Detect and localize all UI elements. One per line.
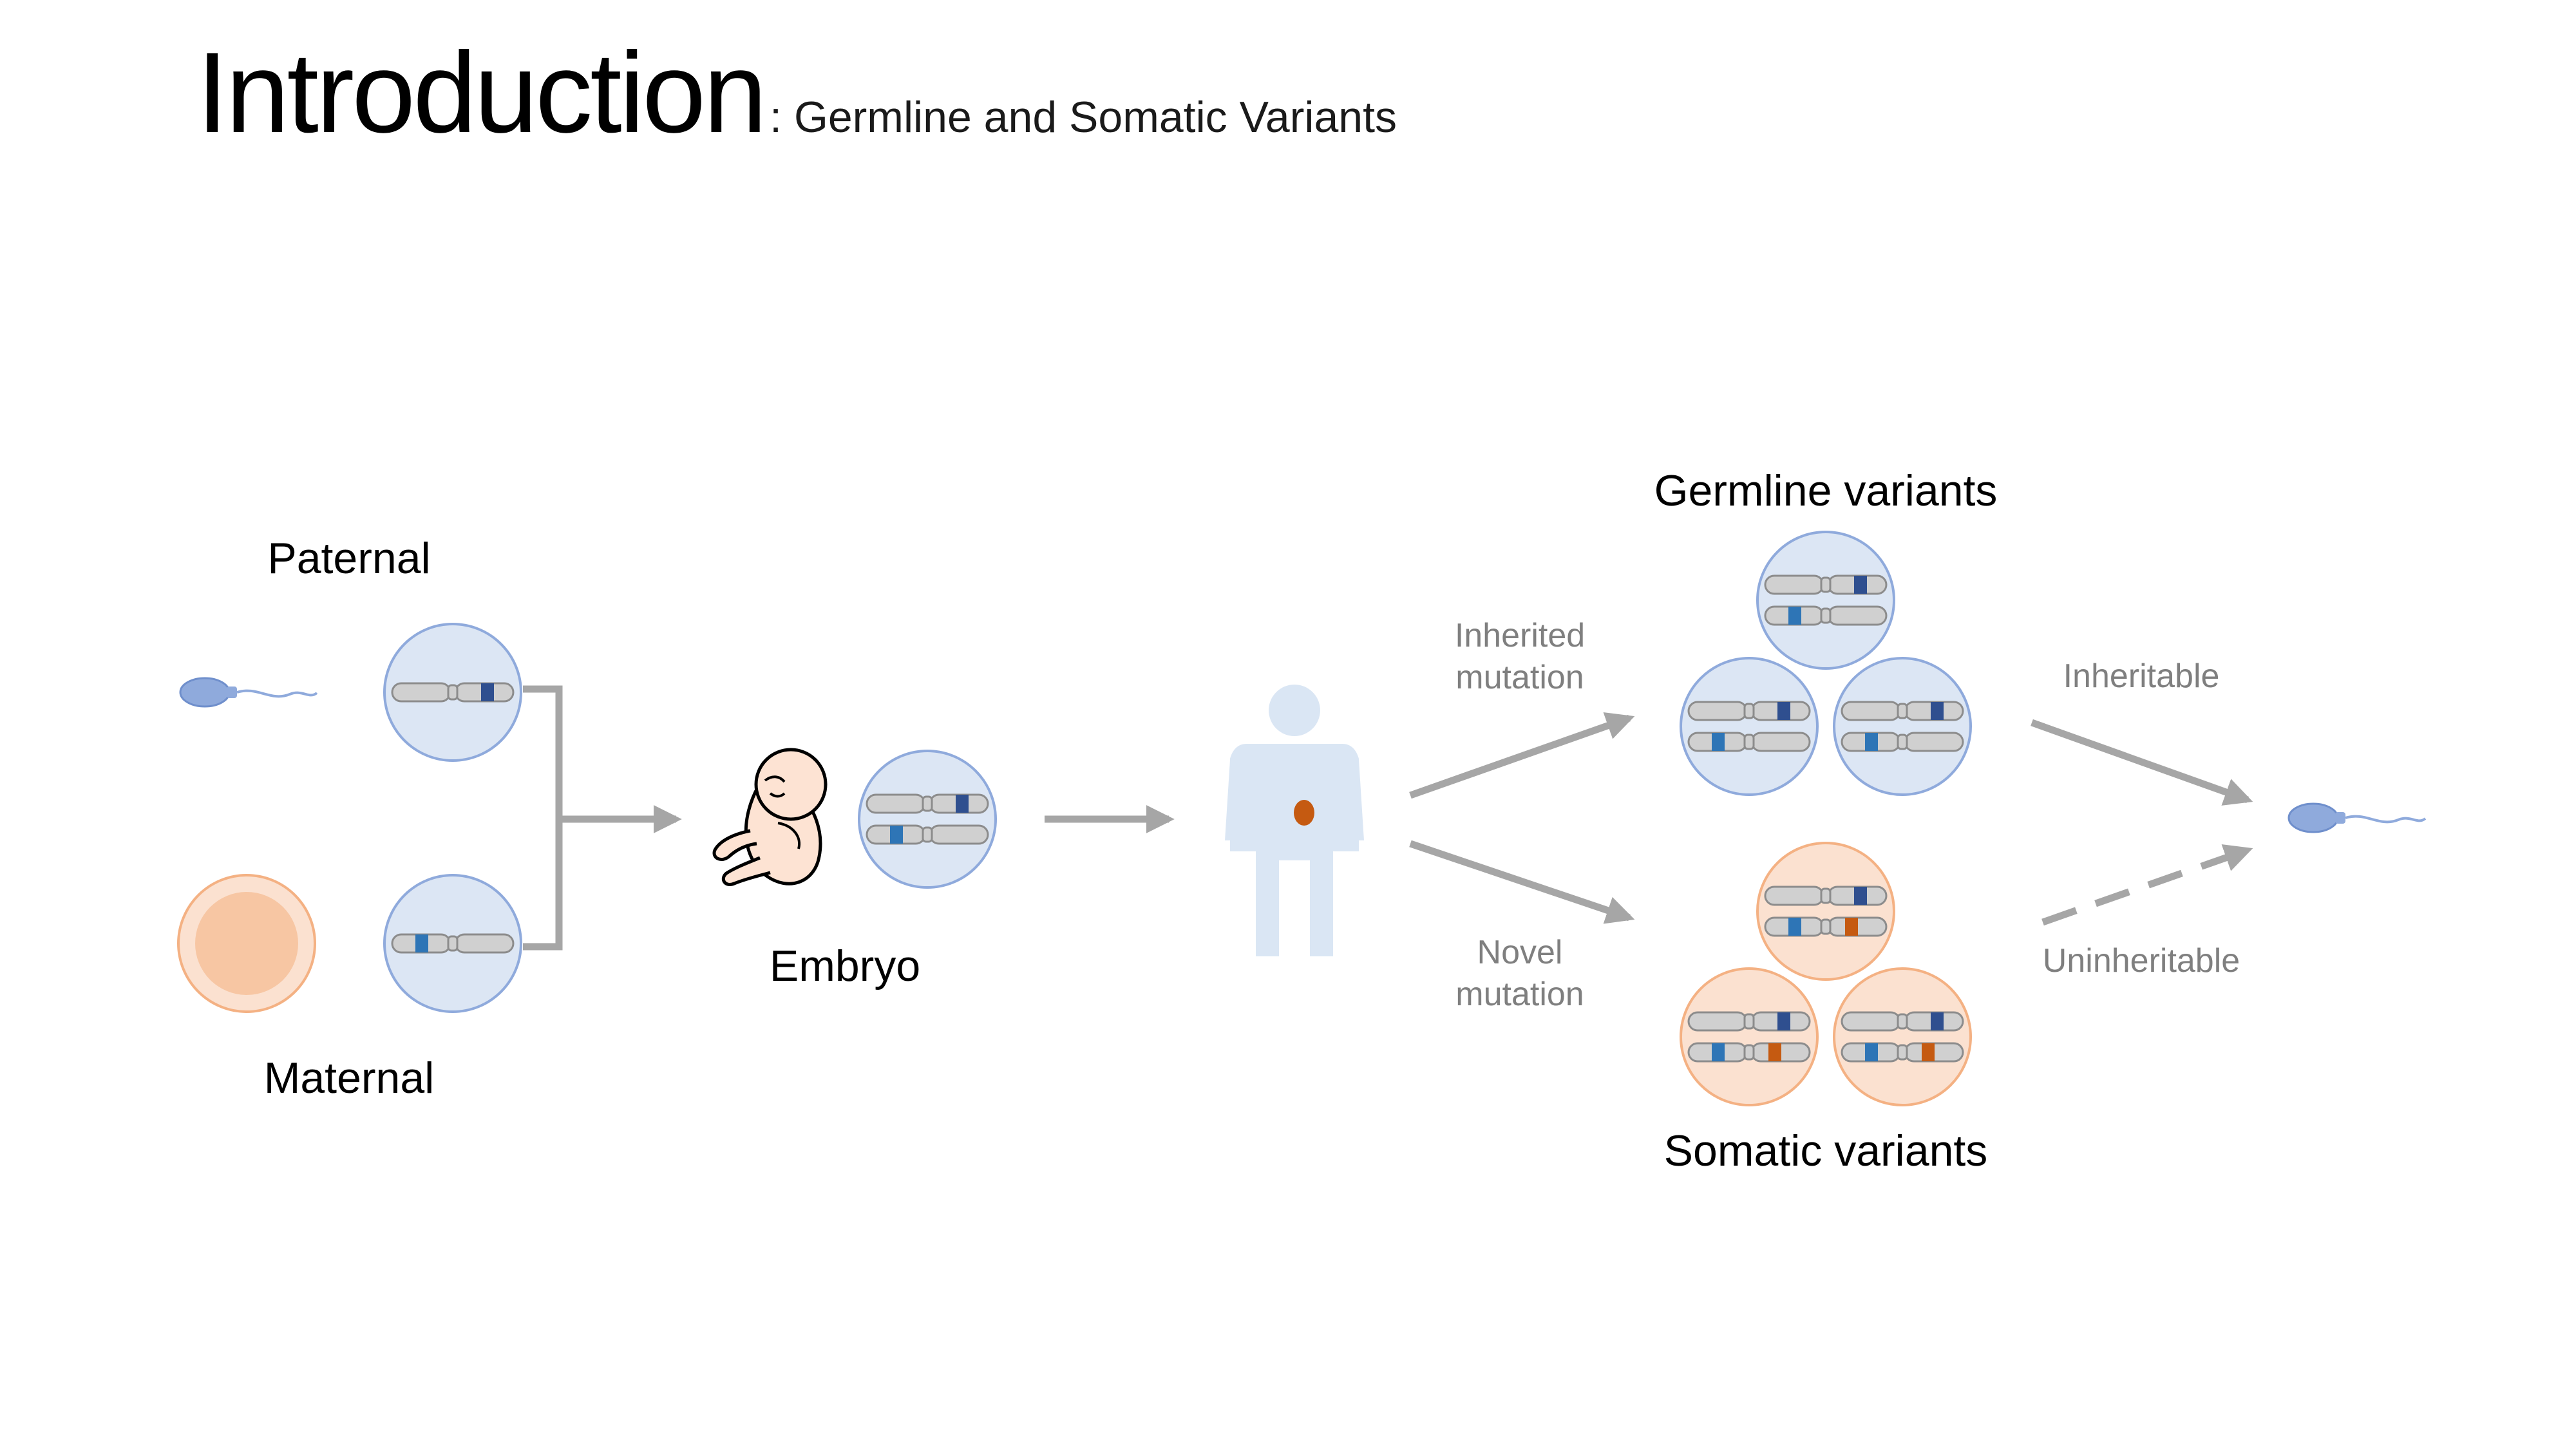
cell-icon <box>1681 969 1817 1105</box>
embryo-cell <box>859 751 996 887</box>
paternal-sperm <box>179 677 318 708</box>
cell-icon <box>383 874 522 1013</box>
arrow-novel <box>1409 840 1635 924</box>
label-maternal: Maternal <box>263 1054 435 1103</box>
cell-icon <box>1681 658 1817 795</box>
somatic-cell-cluster <box>1681 843 1971 1105</box>
label-novel-line2: mutation <box>1455 976 1584 1013</box>
germline-cell-cluster <box>1681 532 1971 795</box>
embryo-baby-icon <box>712 748 828 886</box>
human-body-icon <box>1225 685 1364 956</box>
title-subtitle: : Germline and Somatic Variants <box>770 93 1397 142</box>
cell-icon <box>1834 658 1971 795</box>
maternal-cell <box>383 874 522 1013</box>
label-inheritable: Inheritable <box>2063 658 2220 695</box>
label-inherited-mutation: Inherited mutation <box>1455 615 1585 699</box>
label-novel-line1: Novel <box>1477 934 1563 971</box>
label-inherited-line2: mutation <box>1455 659 1584 696</box>
label-paternal: Paternal <box>267 534 431 583</box>
sperm-icon <box>179 677 318 708</box>
egg-cell-icon <box>177 874 316 1013</box>
arrow-uninheritable <box>2041 844 2253 926</box>
sperm-icon <box>2287 802 2427 833</box>
mutation-site <box>1294 800 1314 826</box>
cell-icon <box>859 751 996 887</box>
cell-icon <box>1757 532 1894 668</box>
cell-icon <box>383 623 522 762</box>
label-uninheritable: Uninheritable <box>2042 942 2240 980</box>
paternal-cell <box>383 623 522 762</box>
title-main: Introduction <box>196 28 767 156</box>
chromosome-icon <box>391 933 515 954</box>
label-somatic-variants: Somatic variants <box>1663 1126 1988 1175</box>
label-inherited-line1: Inherited <box>1454 617 1586 654</box>
cell-icon <box>1834 969 1971 1105</box>
merge-connector <box>523 685 682 951</box>
maternal-egg <box>177 874 316 1013</box>
slide-title: Introduction: Germline and Somatic Varia… <box>196 35 1397 150</box>
label-embryo: Embryo <box>769 942 921 990</box>
arrow-inherited <box>1409 712 1635 799</box>
label-novel-mutation: Novel mutation <box>1455 932 1584 1016</box>
offspring-sperm <box>2287 802 2427 833</box>
chromosome-icon <box>391 682 515 703</box>
cell-icon <box>1757 843 1894 980</box>
arrow-inheritable <box>2031 719 2253 806</box>
label-germline-variants: Germline variants <box>1654 466 1998 515</box>
